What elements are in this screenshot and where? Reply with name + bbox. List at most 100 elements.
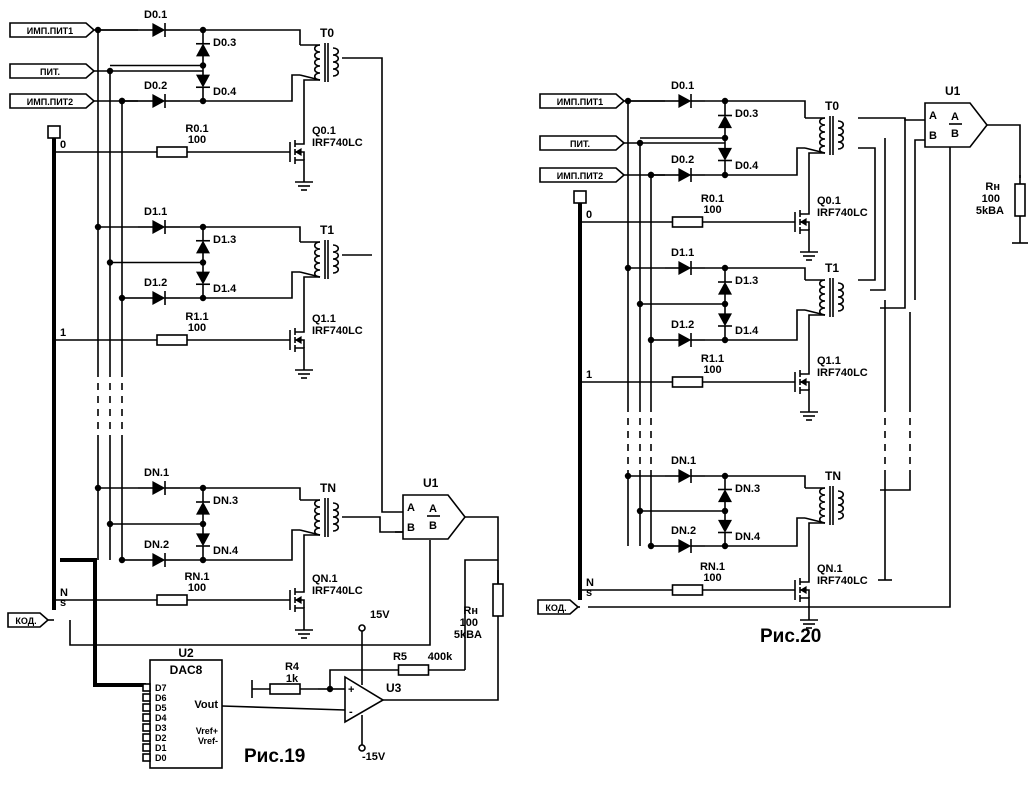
resistor-value: 100 (703, 204, 721, 216)
transformer-label: TN (320, 481, 336, 495)
diode-icon (195, 533, 211, 547)
diode-label: D1.2 (144, 277, 167, 289)
transformer-label: T0 (825, 99, 839, 113)
mosfet-label: Q1.1 (817, 355, 841, 367)
junction-dot (199, 223, 207, 231)
junction-dot (636, 300, 644, 308)
junction-dot (647, 171, 655, 179)
port-pit-label: ПИТ. (40, 67, 60, 77)
resistor-icon (156, 334, 188, 346)
transformer-label: T1 (825, 261, 839, 275)
resistor-value: 100 (703, 364, 721, 376)
junction-dot (624, 472, 632, 480)
diode-label: D0.2 (144, 80, 167, 92)
diode-icon (717, 519, 733, 533)
junction-dot (106, 520, 114, 528)
resistor-icon (397, 664, 430, 676)
u1-input-a: A (929, 110, 937, 122)
bus-bit-label: 0 (586, 209, 592, 221)
resistor-value: 100 (188, 134, 206, 146)
port-pit (539, 135, 626, 151)
junction-dot (106, 259, 114, 266)
r4-label: R4 (285, 661, 300, 673)
resistor-label: RN.1 (184, 571, 209, 583)
mosfet-type-label: IRF740LC (817, 207, 868, 219)
converter-figure-2: ИМП.ПИТ1ПИТ.ИМП.ПИТ2D0.1D0.2D0.3D0.4T0Q0… (537, 80, 868, 629)
dac-pin-icon (142, 693, 151, 702)
diode-label: DN.4 (735, 531, 761, 543)
diode-icon (717, 281, 733, 295)
diode-icon (717, 313, 733, 327)
dac8-block (149, 659, 223, 769)
transformer-coil-icon (818, 117, 826, 154)
junction-dot (106, 67, 114, 75)
mosfet-icon (294, 335, 302, 345)
mosfet-type-label: IRF740LC (312, 585, 363, 597)
bus-connector-icon (47, 125, 61, 139)
diode-label: DN.2 (144, 539, 169, 551)
diode-icon (717, 147, 733, 161)
diode-label: D1.4 (735, 325, 759, 337)
diode-label: DN.1 (671, 455, 696, 467)
diode-label: D1.3 (213, 234, 236, 246)
diode-icon (678, 167, 692, 183)
diode-label: D0.2 (671, 154, 694, 166)
port-kod-label: КОД. (15, 616, 36, 626)
diode-label: D0.3 (213, 37, 236, 49)
diode-label: D1.1 (671, 247, 694, 259)
dac-pin-label: D6 (155, 693, 167, 703)
resistor-icon (156, 594, 188, 606)
port-imp-pit1 (9, 22, 96, 38)
rh-value: 100 (982, 193, 1000, 205)
supply-pin-icon (358, 624, 366, 632)
mosfet-type-label: IRF740LC (817, 575, 868, 587)
supply-pin-icon (358, 744, 366, 752)
diode-icon (152, 219, 166, 235)
mosfet-label: Q0.1 (312, 125, 336, 137)
junction-dot (199, 26, 207, 34)
u2-type: DAC8 (170, 663, 203, 677)
resistor-value: 100 (188, 582, 206, 594)
dac-vrefm-label: Vref- (198, 736, 218, 746)
mosfet-label: QN.1 (817, 563, 843, 575)
diode-label: D0.4 (735, 160, 759, 172)
diode-icon (195, 271, 211, 285)
rh-label: Rн (985, 181, 1000, 193)
mosfet-label: QN.1 (312, 573, 338, 585)
resistor-icon (156, 146, 188, 158)
mosfet-icon (799, 217, 807, 227)
diode-icon (152, 290, 166, 306)
junction-dot (636, 507, 644, 515)
diode-icon (195, 43, 211, 57)
junction-dot (94, 223, 102, 231)
junction-dot (118, 294, 126, 302)
dac-pin-icon (142, 713, 151, 722)
transformer-coil-icon (837, 490, 845, 520)
junction-dot (721, 472, 729, 480)
diode-label: D0.1 (144, 9, 167, 21)
bus-s-label: s (60, 597, 66, 609)
u1-input-b: B (929, 130, 937, 142)
junction-dot (199, 484, 207, 492)
port-kod (537, 599, 580, 615)
r4-value: 1k (286, 673, 299, 685)
dac-pin-label: D3 (155, 723, 167, 733)
bus-connector-icon (573, 190, 587, 204)
diode-label: DN.2 (671, 525, 696, 537)
mosfet-icon (294, 147, 302, 157)
dac-pin-icon (142, 733, 151, 742)
transformer-coil-icon (332, 244, 340, 274)
dac-pin-icon (142, 753, 151, 762)
dac-vrefp-label: Vref+ (196, 726, 218, 736)
bus-bit-label: 0 (60, 139, 66, 151)
dac-pin-label: D2 (155, 733, 167, 743)
port-kod (7, 612, 50, 628)
u3-vneg: -15V (362, 751, 386, 763)
resistor-icon (1014, 183, 1026, 217)
junction-dot (721, 264, 729, 272)
dac-pin-label: D5 (155, 703, 167, 713)
u1-label: U1 (423, 476, 439, 490)
bus-bit-label: N (60, 587, 68, 599)
r5-label: R5 (393, 651, 407, 663)
